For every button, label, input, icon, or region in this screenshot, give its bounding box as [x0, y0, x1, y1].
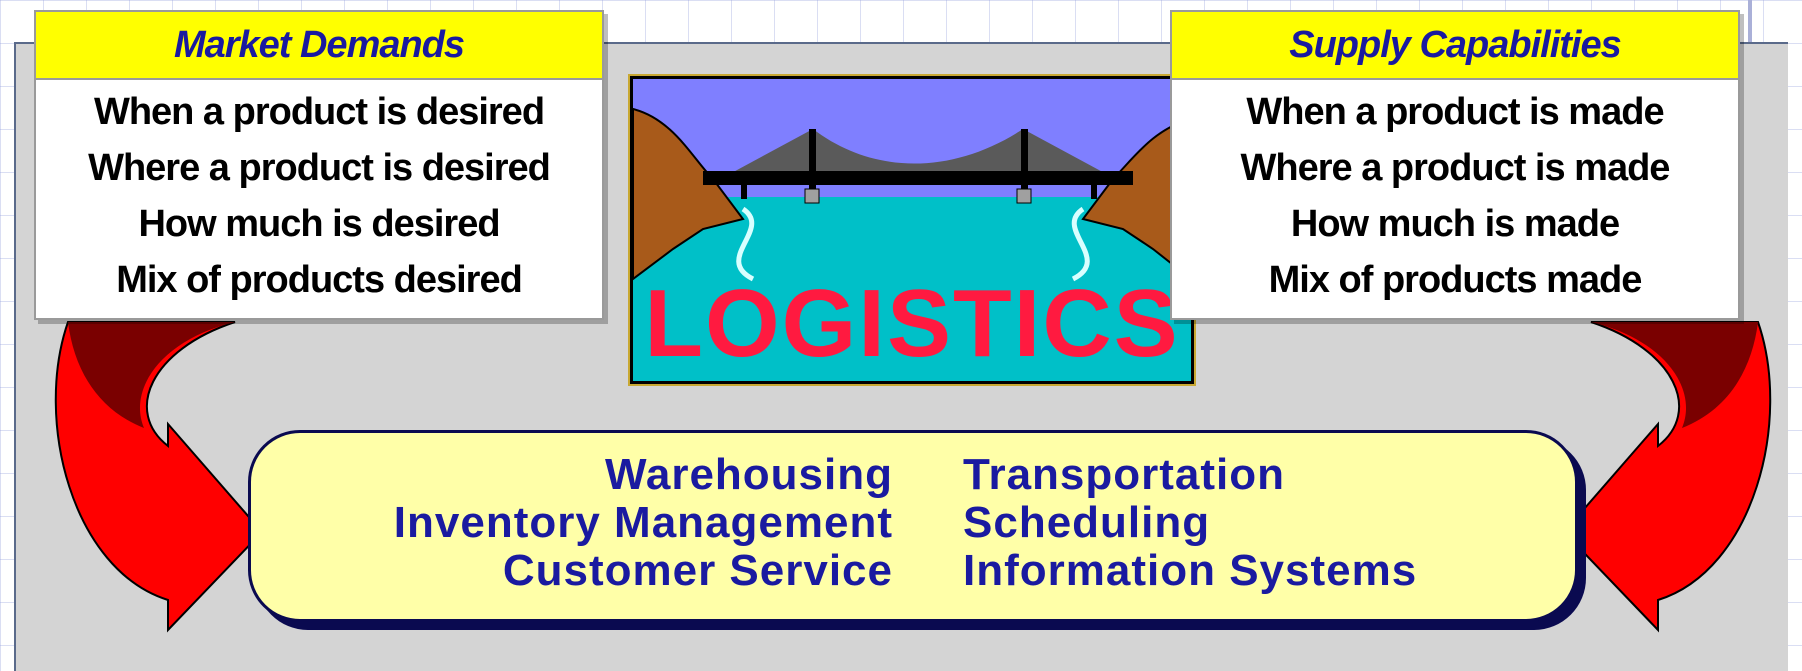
market-demand-item: Where a product is desired	[88, 147, 551, 189]
market-demands-title: Market Demands	[36, 12, 602, 80]
market-demand-item: When a product is desired	[93, 91, 545, 133]
market-demand-item: How much is desired	[138, 203, 500, 245]
market-demands-box: Market Demands When a product is desired…	[34, 10, 604, 320]
right-curved-arrow	[1562, 321, 1772, 633]
function-item: Inventory Management	[393, 498, 893, 547]
supply-capability-item: Mix of products made	[1268, 259, 1643, 301]
function-item: Transportation	[963, 450, 1286, 499]
bridge-illustration	[633, 79, 1191, 381]
supply-capability-item: Where a product is made	[1240, 147, 1671, 189]
logistics-logo-text: LOGISTICS	[644, 270, 1180, 377]
function-item: Warehousing	[604, 450, 893, 499]
logistics-bridge-image: LOGISTICS	[630, 76, 1194, 384]
function-item: Scheduling	[963, 498, 1211, 547]
left-curved-arrow	[54, 321, 264, 633]
supply-capabilities-title: Supply Capabilities	[1172, 12, 1738, 80]
supply-capabilities-box: Supply Capabilities When a product is ma…	[1170, 10, 1740, 320]
function-item: Customer Service	[502, 546, 893, 595]
functions-left-column: Warehousing Inventory Management Custome…	[394, 451, 893, 595]
supply-capability-item: When a product is made	[1246, 91, 1664, 133]
function-item: Information Systems	[963, 546, 1418, 595]
supply-capability-item: How much is made	[1290, 203, 1620, 245]
functions-right-column: Transportation Scheduling Information Sy…	[963, 451, 1417, 595]
slide-edge	[1748, 0, 1752, 42]
market-demand-item: Mix of products desired	[116, 259, 523, 301]
logistics-functions-box: Warehousing Inventory Management Custome…	[248, 430, 1578, 622]
